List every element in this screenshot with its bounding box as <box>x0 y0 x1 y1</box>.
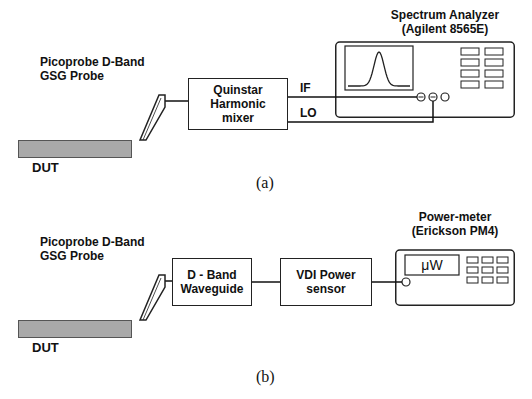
signal-name: IF <box>298 81 313 95</box>
port-mark <box>431 97 436 98</box>
box-label: D - Band Waveguide <box>178 268 246 296</box>
analyzer-key <box>485 59 503 66</box>
port-mark <box>419 97 424 98</box>
analyzer-port <box>417 93 425 101</box>
panel-label: (a) <box>256 174 274 192</box>
signal-line <box>165 100 188 102</box>
display-reading: μW <box>405 255 459 275</box>
power-meter-key <box>467 267 478 273</box>
power-meter-key <box>497 267 508 273</box>
analyzer-key <box>485 48 503 55</box>
power-meter-key <box>482 257 493 263</box>
dut-substrate <box>18 320 132 338</box>
dut-chip: DUT <box>18 320 132 358</box>
power-meter: Power-meter (Erickson PM4) μW <box>395 210 515 306</box>
power-meter-key <box>467 257 478 263</box>
power-meter-key <box>497 277 508 283</box>
probe-edge <box>143 278 161 320</box>
lo-output-stub <box>432 101 434 118</box>
analyzer-key <box>485 70 503 77</box>
probe-tip <box>140 95 165 140</box>
sensor-stub <box>395 281 402 283</box>
analyzer-key <box>485 81 503 88</box>
power-meter-key <box>467 277 478 283</box>
if-input-stub <box>335 96 417 98</box>
analyzer-port <box>441 93 449 101</box>
signal-line <box>372 281 395 283</box>
analyzer-screen <box>345 46 413 90</box>
instrument-label: Picoprobe D-Band GSG Probe <box>40 55 152 83</box>
analyzer-key <box>461 70 479 77</box>
instrument-label: Spectrum Analyzer (Agilent 8565E) <box>375 8 515 36</box>
component-box: VDI Power sensor <box>280 258 372 306</box>
analyzer-housing <box>336 42 515 117</box>
probe-tip <box>140 275 165 320</box>
power-meter-key <box>497 257 508 263</box>
analyzer-key <box>461 81 479 88</box>
power-meter-display <box>405 255 459 275</box>
sensor-port <box>402 278 410 286</box>
component-box: Quinstar Harmonic mixer <box>188 78 288 130</box>
power-meter-key <box>482 267 493 273</box>
analyzer-port <box>429 93 437 101</box>
instrument-label: DUT <box>32 161 132 175</box>
gsg-probe: Picoprobe D-Band GSG Probe <box>40 55 165 140</box>
gsg-probe: Picoprobe D-Band GSG Probe <box>40 235 165 320</box>
power-meter-housing <box>396 250 515 305</box>
box-label: Quinstar Harmonic mixer <box>194 83 282 125</box>
analyzer-key <box>461 59 479 66</box>
component-box: D - Band Waveguide <box>172 258 252 306</box>
box-label: VDI Power sensor <box>286 268 366 296</box>
panel-label: (b) <box>256 368 275 386</box>
signal-line <box>165 280 172 282</box>
instrument-label: Power-meter (Erickson PM4) <box>395 210 515 238</box>
dut-chip: DUT <box>18 140 132 178</box>
analyzer-key <box>461 48 479 55</box>
instrument-label: Picoprobe D-Band GSG Probe <box>40 235 152 263</box>
probe-edge <box>143 98 161 140</box>
dut-substrate <box>18 140 132 158</box>
spectrum-peak <box>348 52 410 86</box>
signal-name: LO <box>298 106 319 120</box>
signal-line <box>252 281 280 283</box>
signal-line <box>288 96 335 98</box>
instrument-label: DUT <box>32 341 132 355</box>
spectrum-analyzer: Spectrum Analyzer (Agilent 8565E) <box>335 8 515 118</box>
power-meter-key <box>482 277 493 283</box>
